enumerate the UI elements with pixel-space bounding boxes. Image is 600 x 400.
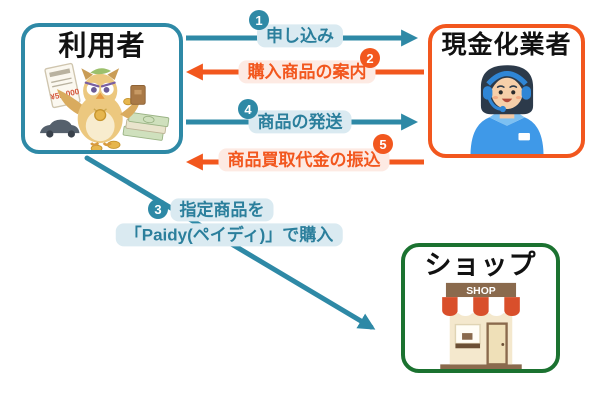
owl-mascot-icon: ¥52,000 xyxy=(39,63,170,150)
label-step-1: 申し込み xyxy=(257,24,343,48)
banknotes-icon xyxy=(122,112,170,141)
shop-sign-text: SHOP xyxy=(466,286,496,297)
badge-step-1: 1 xyxy=(249,10,269,30)
agency-illustration-wrap xyxy=(432,60,581,154)
user-node-title: 利用者 xyxy=(58,30,146,61)
user-illustration-wrap: ¥52,000 xyxy=(25,62,179,150)
shop-node-title: ショップ xyxy=(424,250,537,280)
storefront-icon: SHOP xyxy=(439,282,522,369)
shop-node: ショップ SHOP xyxy=(401,243,560,373)
agency-node-title: 現金化業者 xyxy=(441,31,572,59)
label-step-4: 商品の発送 xyxy=(248,110,352,134)
badge-step-5: 5 xyxy=(373,134,393,154)
call-center-operator-icon xyxy=(470,64,543,154)
agency-node: 現金化業者 xyxy=(428,24,585,158)
label-step-3-line1: 指定商品を xyxy=(170,198,274,222)
shop-illustration-wrap: SHOP xyxy=(405,281,556,369)
badge-step-2: 2 xyxy=(360,48,380,68)
badge-step-4: 4 xyxy=(238,99,258,119)
user-node: 利用者 ¥52,000 xyxy=(21,23,183,154)
label-step-5: 商品買取代金の振込 xyxy=(218,148,390,172)
label-step-3-line2: 「Paidy(ペイディ)」で購入 xyxy=(115,223,343,247)
label-step-2: 購入商品の案内 xyxy=(238,60,376,84)
car-icon xyxy=(39,119,80,138)
badge-step-3: 3 xyxy=(148,199,168,219)
